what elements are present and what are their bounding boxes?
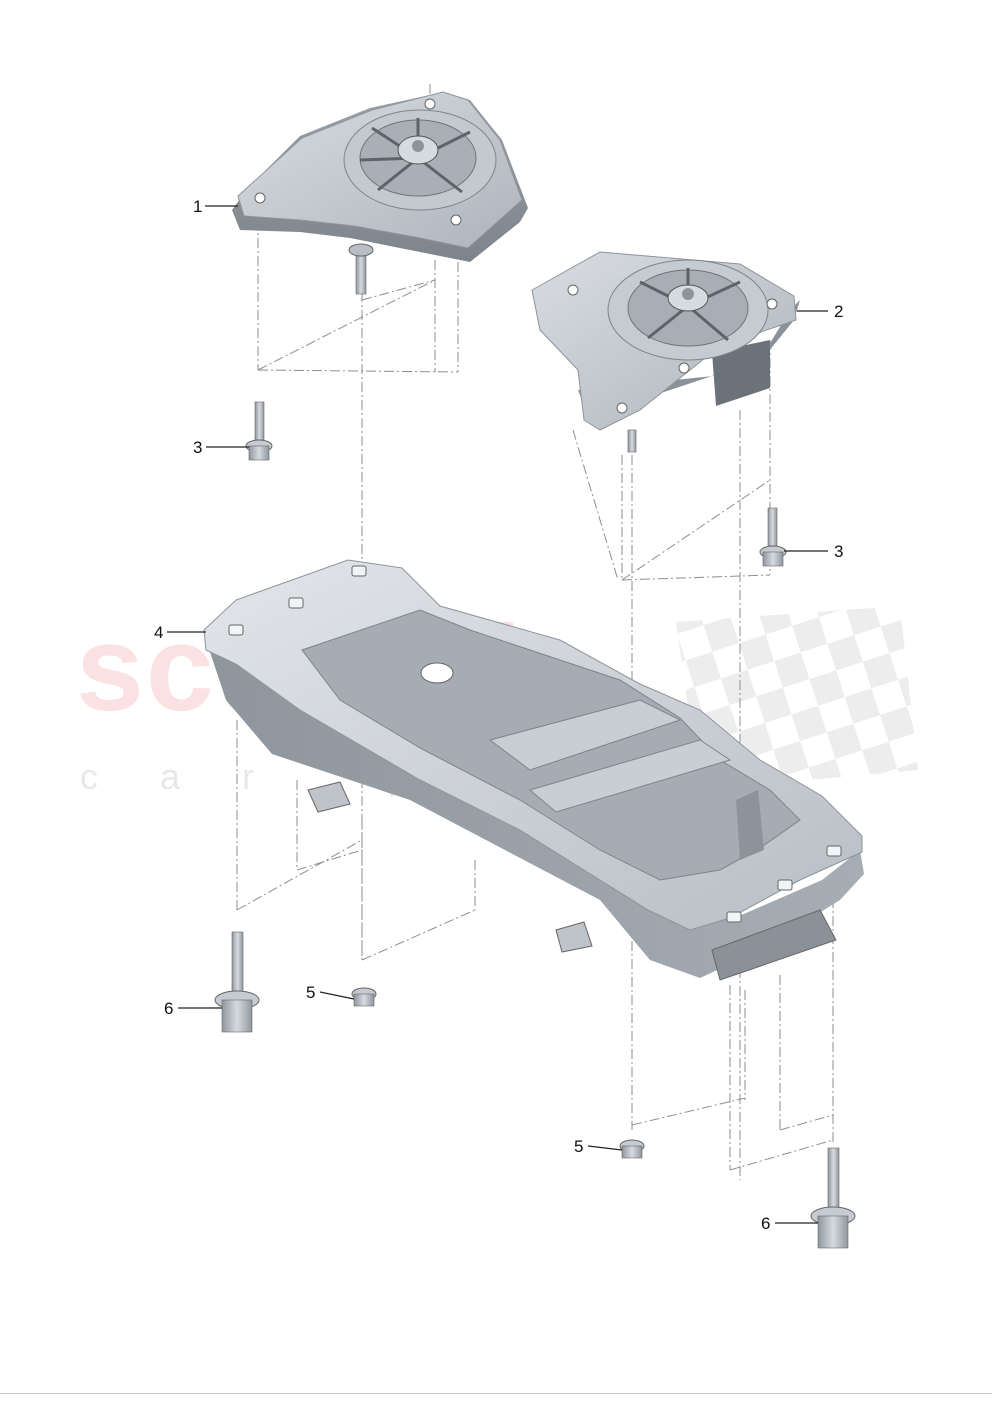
nut-5-right-drawing: [619, 1139, 645, 1159]
speaker-1-drawing: [232, 91, 528, 295]
callout-5-left: 5: [306, 983, 316, 1002]
speaker-2-drawing: [531, 251, 800, 453]
callout-6-left: 6: [164, 999, 174, 1018]
callout-3-right: 3: [834, 542, 844, 561]
bolt-3-left-drawing: [245, 401, 273, 461]
callout-1: 1: [193, 197, 203, 216]
frame-4-drawing: [203, 559, 864, 981]
bolt-6-left-drawing: [214, 931, 260, 1033]
callout-5-right: 5: [574, 1137, 584, 1156]
callout-6-right: 6: [761, 1214, 771, 1233]
callout-2: 2: [834, 302, 844, 321]
nut-5-left-drawing: [351, 987, 377, 1007]
callout-3-left: 3: [193, 438, 203, 457]
bolt-6-right-drawing: [810, 1147, 856, 1249]
bolt-3-right-drawing: [759, 507, 787, 567]
callout-leaders: [167, 205, 828, 1224]
bottom-divider: [0, 1393, 992, 1394]
callout-4: 4: [154, 623, 164, 642]
